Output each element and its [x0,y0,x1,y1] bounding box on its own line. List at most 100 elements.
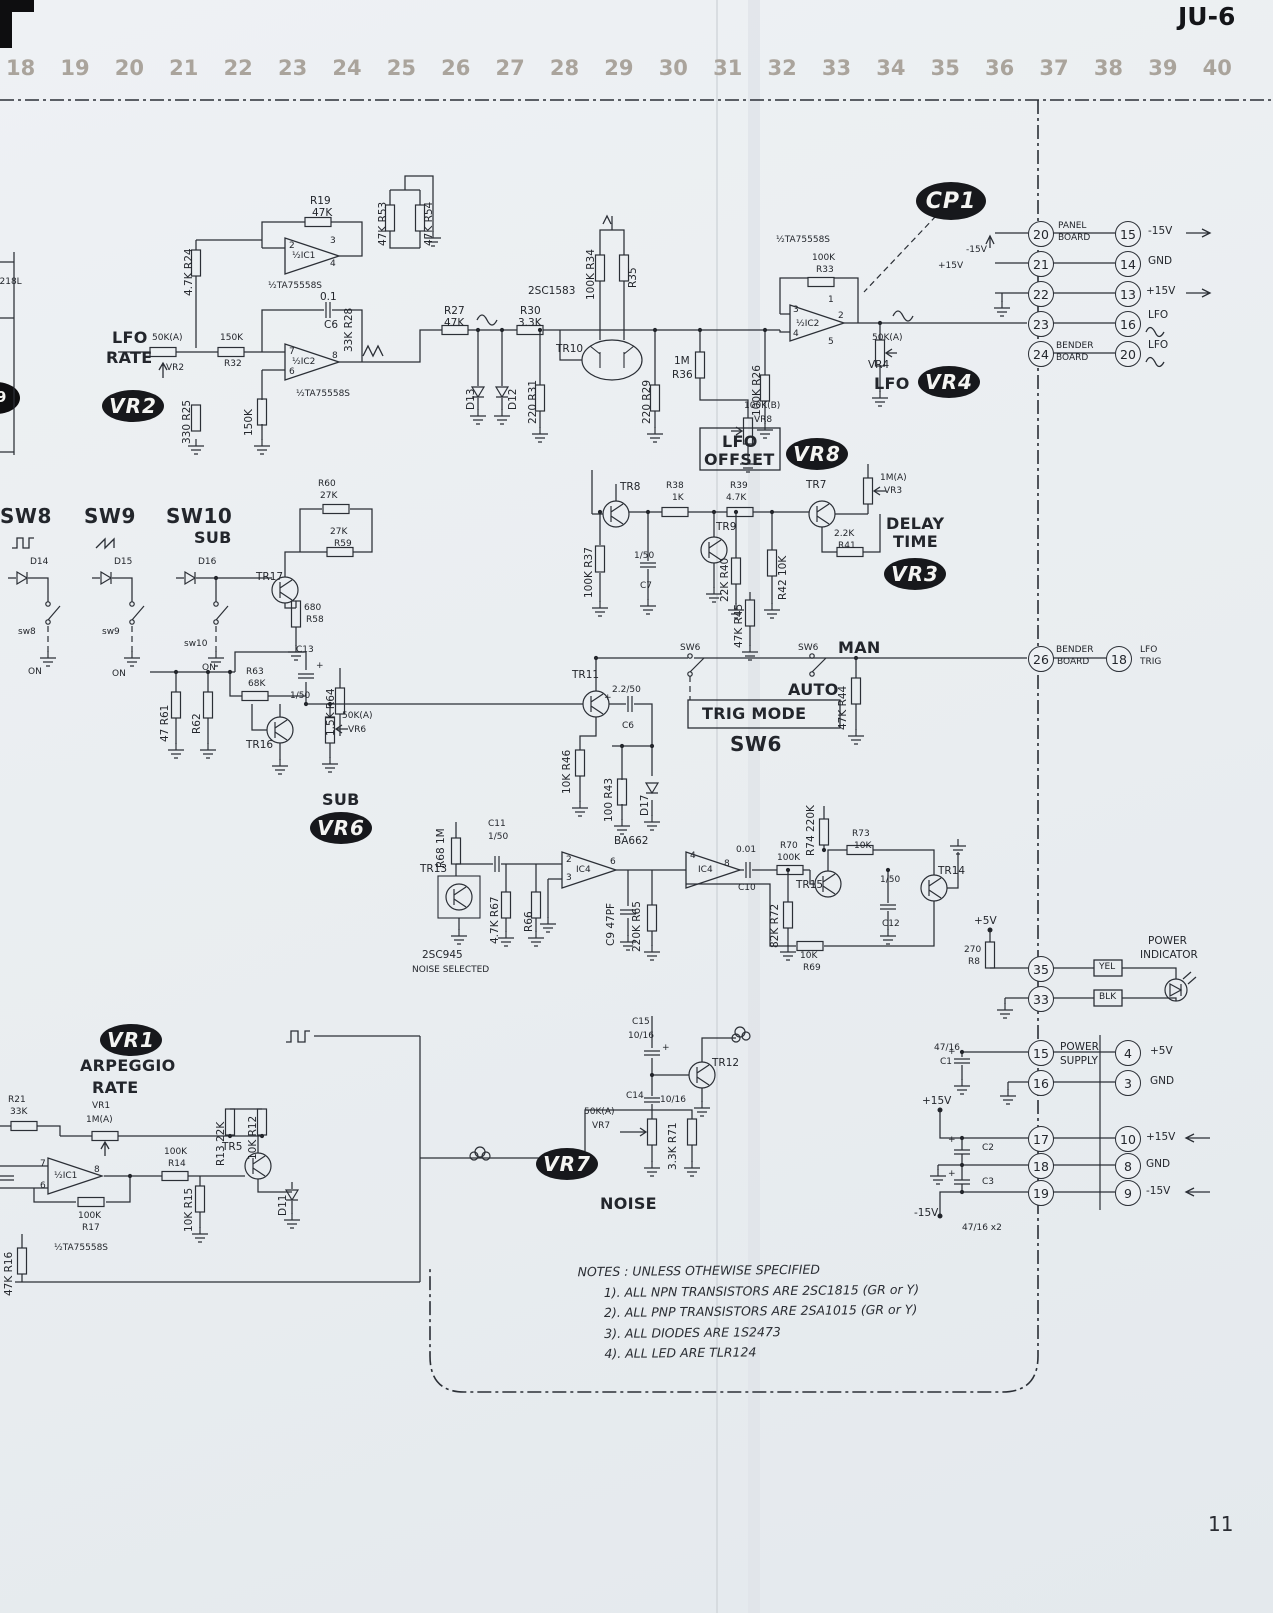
schematic-label: C2 [982,1143,995,1153]
ruler-number: 35 [930,56,960,80]
schematic-label: 680 [304,603,322,613]
schematic-label: 6 [289,367,295,377]
ruler-number: 23 [277,56,308,80]
schematic-label: 6 [40,1181,46,1191]
schematic-label: 100K(B) [744,401,781,411]
schematic-label: R69 [803,963,821,973]
schematic-label: 100K [777,853,801,863]
ref-badge-cp1: CP1 [916,182,986,220]
schematic-label: 0.01 [736,845,757,855]
schematic-label: LFO [874,374,910,393]
note-item: 4). ALL LED ARE TLR124 [604,1344,757,1361]
schematic-label: TR10 [556,343,584,355]
binding-marks [0,0,34,414]
ref-badge-vr7: VR7 [536,1148,598,1180]
schematic-label: BOARD [1057,657,1090,667]
connector-pin: 10 [1115,1126,1141,1152]
junction-dots [127,320,993,1219]
schematic-label: ½TA75558S [54,1243,109,1253]
schematic-label: TR15 [796,879,824,891]
schematic-label: ½IC1 [292,251,316,261]
page-title: JU-6 [1178,2,1236,31]
schematic-label: 47K [312,207,333,219]
schematic-label: 3.3K [518,317,542,329]
connector-pin: 18 [1106,646,1132,672]
schematic-label: ON [202,663,216,673]
schematic-label: BENDER [1056,341,1094,351]
schematic-label: POWER [1148,935,1187,947]
schematic-label: C13 [296,645,314,655]
connector-pin: 26 [1028,646,1054,672]
connector-pin: 4 [1115,1040,1141,1066]
schematic-label: sw10 [184,639,208,649]
schematic-label: TR16 [246,739,274,751]
schematic-label: 9 [0,388,7,406]
connector-pin: 9 [1115,1180,1141,1206]
schematic-label: + [948,1047,956,1057]
schematic-label: ½IC2 [796,319,820,329]
schematic-label: RATE [106,348,153,367]
schematic-label: C15 [632,1017,650,1027]
schematic-label: BOARD [1058,233,1091,243]
schematic-label: 2 [566,855,572,865]
scribbles [469,1026,751,1161]
schematic-label: 1/50 [290,691,311,701]
schematic-label: -15V [914,1207,939,1219]
wires [0,175,1210,1283]
schematic-label: 82K R72 [769,903,781,948]
schematic-label: 50K(A) [152,333,183,343]
schematic-label: sw8 [18,627,36,637]
schematic-label: R8 [968,957,980,967]
connector-pin: 33 [1028,986,1054,1012]
schematic-label: PANEL [1058,221,1087,231]
schematic-label: R27 [444,305,465,317]
schematic-label: D13 [465,388,477,410]
schematic-label: TR8 [620,481,641,493]
schematic-label: POWER [1060,1041,1099,1053]
schematic-label: 4 [690,851,696,861]
ruler-number: 27 [495,56,525,80]
schematic-label: D17 [639,794,651,816]
schematic-label: 330 R25 [181,399,193,444]
schematic-label: SW10 [166,504,233,528]
waveform-glyphs [12,310,1165,1043]
ref-badge-vr8: VR8 [786,438,848,470]
schematic-label: LFO [1148,309,1169,321]
schematic-label: 8 [724,859,730,869]
schematic-label: 47/16 [934,1043,960,1053]
schematic-label: D16 [198,557,217,567]
schematic-label: 7 [289,347,295,357]
schematic-label: 220 R31 [527,379,539,424]
connector-pin: 22 [1028,281,1054,307]
schematic-label: R74 220K [805,805,817,856]
schematic-label: R38 [666,481,684,491]
schematic-label: TRIG [1140,657,1162,667]
schematic-label: TR11 [572,669,600,681]
schematic-label: C1 [940,1057,953,1067]
schematic-label: MAN [838,638,881,657]
schematic-label: R19 [310,195,331,207]
schematic-label: R17 [82,1223,100,1233]
schematic-label: 27K [330,527,348,537]
schematic-label: VR1 [92,1101,111,1111]
schematic-label: -15V [1148,225,1173,237]
schematic-label: 4.7K [726,493,747,503]
ruler-number: 39 [1148,56,1178,80]
switches [45,601,827,677]
connector-pin: 15 [1115,221,1141,247]
schematic-label: 7 [40,1159,46,1169]
connector-pin: 35 [1028,956,1054,982]
schematic-label: R66 [523,911,535,932]
schematic-label: VR2 [166,363,185,373]
schematic-label: 220 R29 [641,379,653,424]
schematic-label: 220K R65 [631,901,643,952]
schematic-label: 1M [674,355,690,367]
schematic-label: 3 [566,873,572,883]
schematic-label: TR17 [256,571,284,583]
schematic-label: 47K R45 [733,603,745,648]
ruler-number: 19 [60,56,90,80]
ref-badge-vr6: VR6 [310,812,372,844]
ruler-number: 29 [604,56,634,80]
